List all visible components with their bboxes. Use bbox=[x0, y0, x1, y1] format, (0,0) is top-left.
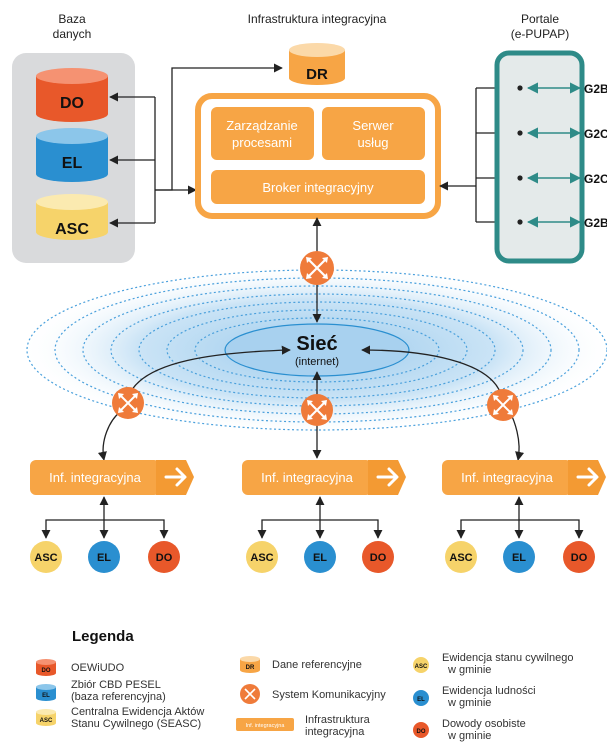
infra-title: Infrastruktura integracyjna bbox=[248, 12, 387, 26]
svg-text:DO: DO bbox=[417, 729, 426, 735]
legend-title: Legenda bbox=[72, 628, 134, 645]
asc-node-icon bbox=[246, 541, 278, 573]
local-nodes: ASC EL DO ASC EL DO ASC EL DO bbox=[30, 541, 595, 573]
asc-node-label: ASC bbox=[449, 552, 472, 564]
legend-asc-local-text-line2: w gminie bbox=[447, 664, 491, 676]
legend-do-local-text-line2: w gminie bbox=[447, 730, 491, 742]
portal-channel-connectors bbox=[526, 82, 582, 228]
asc-node-label: ASC bbox=[34, 552, 57, 564]
network-title: Sieć bbox=[296, 333, 337, 355]
legend-asc-text-line2: Stanu Cywilnego (SEASC) bbox=[71, 718, 201, 730]
legend-dr-cylinder-icon: DR bbox=[240, 656, 260, 673]
process-management-line2: procesami bbox=[232, 135, 292, 150]
router-icon-center bbox=[301, 394, 333, 426]
service-server-box bbox=[322, 107, 425, 160]
do-node-label: DO bbox=[156, 552, 173, 564]
network-subtitle: (internet) bbox=[295, 356, 339, 368]
svg-text:DO: DO bbox=[42, 668, 51, 674]
service-server-line2: usług bbox=[357, 135, 388, 150]
el-database-label: EL bbox=[62, 155, 83, 172]
legend-el-node-icon bbox=[413, 690, 429, 706]
asc-node-label: ASC bbox=[250, 552, 273, 564]
dr-database-label: DR bbox=[306, 66, 328, 83]
do-database-icon: DO bbox=[36, 68, 108, 122]
portals-title-line2: (e-PUPAP) bbox=[511, 27, 569, 41]
svg-text:ASC: ASC bbox=[415, 664, 428, 670]
local-infrastructure-right: Inf. integracyjna bbox=[442, 460, 606, 495]
legend-el-local-text-line2: w gminie bbox=[447, 697, 491, 709]
db-connectors bbox=[109, 63, 283, 228]
router-icon-right bbox=[487, 389, 519, 421]
network-links bbox=[97, 217, 525, 461]
db-title-line1: Baza bbox=[58, 12, 86, 26]
local-infrastructure-center-label: Inf. integracyjna bbox=[261, 470, 354, 485]
portals-panel bbox=[494, 50, 585, 264]
svg-text:Inf. integracyjna: Inf. integracyjna bbox=[246, 723, 286, 729]
do-node-icon bbox=[362, 541, 394, 573]
router-icon-left bbox=[112, 387, 144, 419]
legend-el-cylinder-icon: EL bbox=[36, 684, 56, 701]
db-title-line2: danych bbox=[53, 27, 92, 41]
do-database-label: DO bbox=[60, 95, 84, 112]
local-infrastructure-left-label: Inf. integracyjna bbox=[49, 470, 142, 485]
el-node-label: EL bbox=[97, 552, 111, 564]
legend-infra-text-line1: Infrastruktura bbox=[305, 714, 371, 726]
legend-infra-icon: Inf. integracyjna bbox=[236, 718, 294, 731]
el-database-icon: EL bbox=[36, 128, 108, 182]
legend-infra-text-line2: integracyjna bbox=[305, 726, 365, 738]
el-node-icon bbox=[503, 541, 535, 573]
local-infrastructure-center: Inf. integracyjna bbox=[242, 460, 406, 495]
do-node-icon bbox=[148, 541, 180, 573]
el-node-label: EL bbox=[512, 552, 526, 564]
router-icon-main bbox=[300, 251, 334, 285]
legend-asc-cylinder-icon: ASC bbox=[36, 709, 56, 726]
asc-node-icon bbox=[445, 541, 477, 573]
do-node-label: DO bbox=[370, 552, 387, 564]
legend-el-text-line1: Zbiór CBD PESEL bbox=[71, 679, 161, 691]
portal-g2c-label: G2C bbox=[584, 127, 607, 141]
legend-asc-node-icon bbox=[413, 657, 429, 673]
legend-el-text-line2: (baza referencyjna) bbox=[71, 691, 166, 703]
legend-el-local-text-line1: Ewidencja ludności bbox=[442, 685, 536, 697]
legend-asc-text-line1: Centralna Ewidencja Aktów bbox=[71, 706, 204, 718]
portal-channel-dots bbox=[517, 85, 523, 225]
svg-text:DR: DR bbox=[246, 665, 255, 671]
legend-router-text: System Komunikacyjny bbox=[272, 689, 386, 701]
legend-do-text: OEWiUDO bbox=[71, 662, 125, 674]
process-management-line1: Zarządzanie bbox=[226, 118, 298, 133]
dr-database-icon: DR bbox=[289, 43, 345, 85]
do-node-icon bbox=[563, 541, 595, 573]
legend-dr-text: Dane referencyjne bbox=[272, 659, 362, 671]
portal-g2b-top-label: G2B bbox=[584, 82, 607, 96]
legend-router-icon bbox=[240, 684, 260, 704]
legend-do-cylinder-icon: DO bbox=[36, 659, 56, 676]
svg-text:ASC: ASC bbox=[40, 718, 53, 724]
portal-g2b-bottom-label: G2B bbox=[584, 216, 607, 230]
legend-asc-local-text-line1: Ewidencja stanu cywilnego bbox=[442, 652, 573, 664]
local-infrastructure-left: Inf. integracyjna bbox=[30, 460, 194, 495]
el-node-icon bbox=[304, 541, 336, 573]
network-cloud bbox=[17, 265, 607, 435]
el-node-label: EL bbox=[313, 552, 327, 564]
local-infrastructure-right-label: Inf. integracyjna bbox=[461, 470, 554, 485]
portal-g2c-label-2: G2C bbox=[584, 172, 607, 186]
legend-do-node-icon bbox=[413, 722, 429, 738]
local-connectors bbox=[41, 496, 584, 539]
asc-node-icon bbox=[30, 541, 62, 573]
el-node-icon bbox=[88, 541, 120, 573]
process-management-box bbox=[211, 107, 314, 160]
integration-broker-label: Broker integracyjny bbox=[262, 180, 374, 195]
legend-do-local-text-line1: Dowody osobiste bbox=[442, 718, 526, 730]
service-server-line1: Serwer bbox=[352, 118, 394, 133]
asc-database-icon: ASC bbox=[36, 194, 108, 240]
svg-text:EL: EL bbox=[417, 697, 425, 703]
asc-database-label: ASC bbox=[55, 221, 89, 238]
portals-title-line1: Portale bbox=[521, 12, 559, 26]
do-node-label: DO bbox=[571, 552, 588, 564]
integration-broker-box bbox=[211, 170, 425, 204]
svg-text:EL: EL bbox=[42, 693, 50, 699]
